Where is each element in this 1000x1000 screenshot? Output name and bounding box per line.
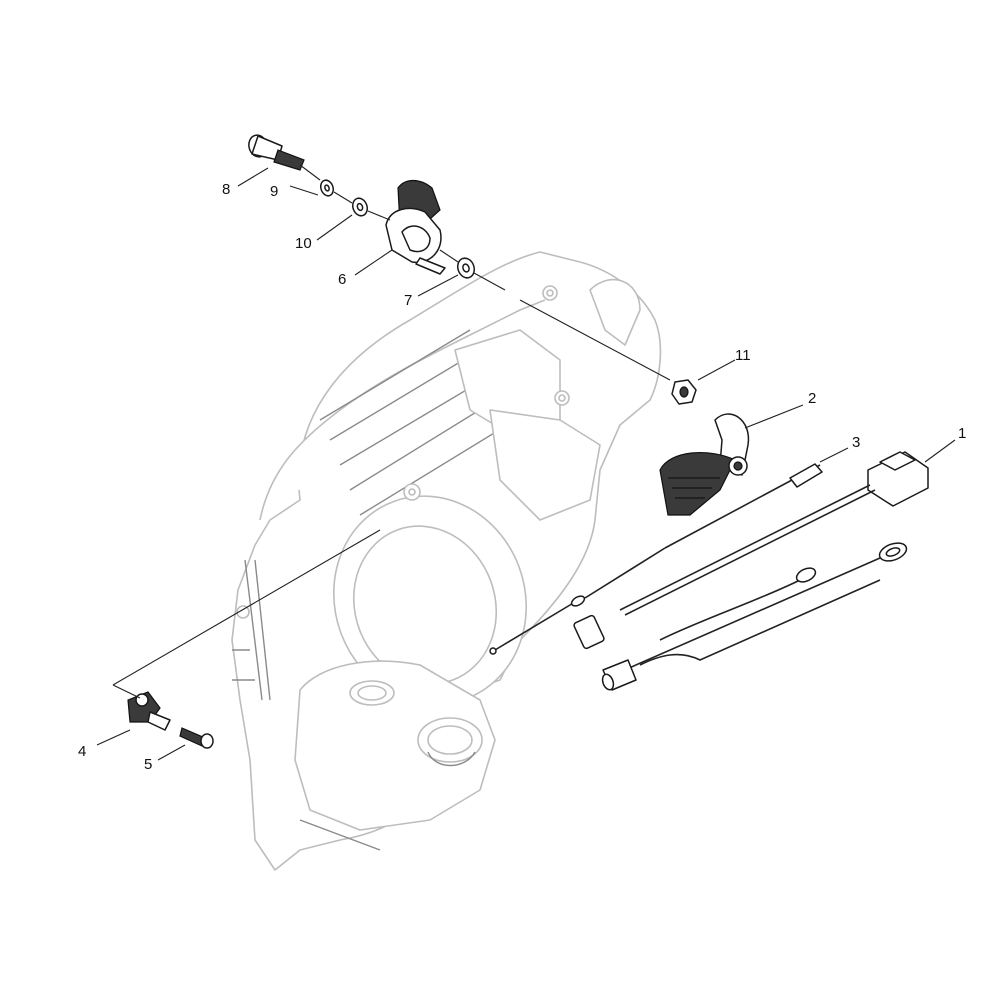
- callout-4: 4: [78, 743, 86, 760]
- part-8-bolt: [248, 134, 305, 171]
- main-housing: [231, 251, 662, 871]
- callout-11: 11: [735, 347, 751, 364]
- part-3-throttle-cable: [489, 463, 823, 655]
- callout-2: 2: [808, 390, 816, 407]
- callout-labels: 1 2 3 4 5 6 7 8 9 10 11: [78, 181, 966, 773]
- callout-3: 3: [852, 434, 860, 451]
- callout-6: 6: [338, 271, 346, 288]
- part-2-throttle-lever: [659, 413, 750, 516]
- part-4-bracket: [127, 691, 171, 731]
- part-10-washer: [351, 197, 369, 217]
- callout-9: 9: [270, 183, 278, 200]
- callout-7: 7: [404, 292, 412, 309]
- callout-1: 1: [958, 425, 966, 442]
- callout-leaders: [96, 167, 956, 761]
- callout-5: 5: [144, 756, 152, 773]
- part-9-small-washer: [319, 179, 335, 197]
- callout-10: 10: [295, 235, 312, 252]
- part-11-nut: [671, 379, 697, 405]
- assembly-lines: [112, 164, 671, 699]
- part-7-washer: [456, 257, 476, 279]
- part-6-hanger-hook: [385, 179, 446, 275]
- part-1-switch-wire: [573, 451, 929, 691]
- callout-8: 8: [222, 181, 230, 198]
- part-5-screw: [179, 727, 214, 749]
